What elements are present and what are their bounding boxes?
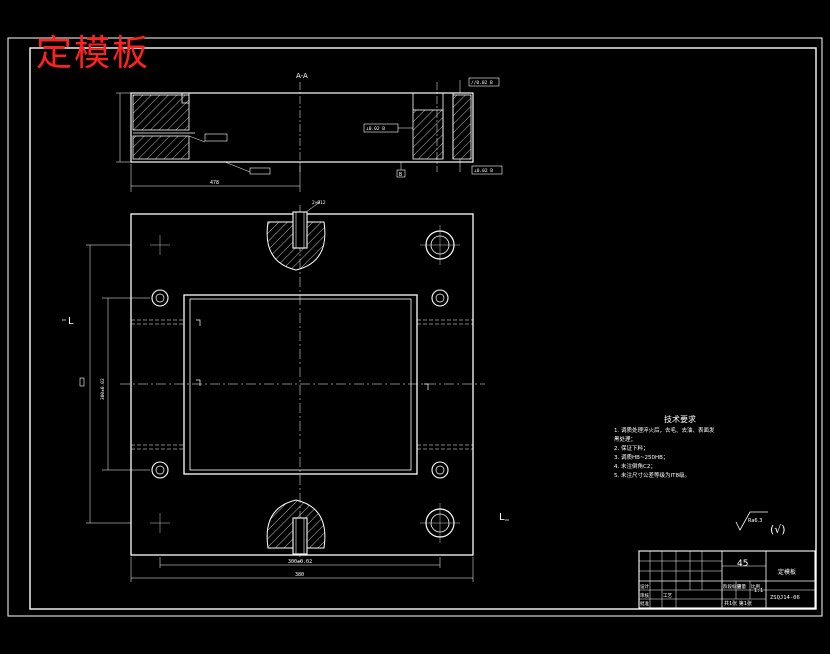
roughness-value: Ra6.3 <box>748 518 762 524</box>
tb-stage: 阶段标记 <box>723 583 741 590</box>
plan-dim-vertical: 300±0.02 <box>100 378 106 400</box>
tb-weight: 重量 <box>737 583 746 590</box>
top-breakout: 2×Ø12 <box>266 199 326 271</box>
view-label-left: L <box>68 316 74 327</box>
tb-process: 工艺 <box>663 593 672 599</box>
svg-text:⊥0.02 B: ⊥0.02 B <box>474 168 493 174</box>
guide-hole-top-right <box>420 225 460 265</box>
pocket-outer <box>183 294 418 475</box>
small-hole-right-lower <box>431 461 449 479</box>
tb-design: 设计 <box>640 583 649 590</box>
small-hole-left-upper <box>151 289 169 307</box>
hatch-left-lower <box>132 135 190 160</box>
roughness-paren: (√) <box>770 523 786 536</box>
title-block: 45 定模板 ZSQJ14-06 1:1 共1张 第1张 设计 审核 工艺 批准… <box>638 550 816 609</box>
svg-text:B: B <box>399 172 402 178</box>
tech-requirements: 技术要求 1. 调质处理淬火后，去毛、去油、表面发 黑处理； 2. 保证下料； … <box>614 414 715 479</box>
gdt-flat-left <box>188 133 271 175</box>
title-stamp: 定模板 <box>36 33 151 74</box>
hatch-right <box>412 109 444 160</box>
tb-part-name: 定模板 <box>778 568 796 576</box>
gdt-parallel-top: //0.02 B <box>459 77 500 93</box>
tb-approve: 批准 <box>640 600 649 607</box>
tb-check: 审核 <box>640 592 649 599</box>
hatch-left <box>132 94 190 131</box>
plan-dim-width: 380 <box>295 572 304 578</box>
plan-view: 2×Ø12 380 300±0.02 300±0.02 L <box>62 199 509 582</box>
tb-sheet: 共1张 第1张 <box>724 600 752 607</box>
plan-dim-inner: 300±0.02 <box>288 559 312 565</box>
svg-text:⊥0.02 B: ⊥0.02 B <box>366 126 385 132</box>
tech-item-3: 2. 保证下料； <box>614 444 649 452</box>
small-hole-left-lower <box>151 461 169 479</box>
surface-roughness-note: Ra6.3 (√) <box>735 511 786 536</box>
tb-material: 45 <box>737 559 748 569</box>
outer-frame <box>7 37 823 617</box>
tech-item-1: 1. 调质处理淬火后，去毛、去油、表面发 <box>614 426 715 434</box>
svg-text://0.02 B: //0.02 B <box>471 80 493 86</box>
pocket-inner <box>189 298 412 471</box>
guide-hole-bottom-right <box>420 503 460 543</box>
top-hole-label: 2×Ø12 <box>312 199 326 206</box>
section-view: A-A 478 //0.02 B ⊥ <box>116 72 503 192</box>
datum-b: B <box>396 162 406 178</box>
tb-scale: 1:1 <box>754 588 763 594</box>
gdt-perp-side: ⊥0.02 B <box>363 123 413 133</box>
tb-drawing-no: ZSQJ14-06 <box>770 595 800 601</box>
hatch-right-outer <box>452 94 472 160</box>
tech-item-2: 黑处理； <box>614 435 636 443</box>
section-label: A-A <box>296 72 308 80</box>
bottom-breakout <box>266 499 326 555</box>
section-dim-length: 478 <box>210 180 219 186</box>
tech-item-4: 3. 调质HB~250HB； <box>614 453 668 461</box>
gdt-perp-bottom: ⊥0.02 B <box>459 159 503 175</box>
view-label-right: L <box>499 512 505 523</box>
inner-frame <box>29 47 817 610</box>
tech-item-6: 5. 未注尺寸公差等级为IT8级。 <box>614 471 690 479</box>
small-hole-right-upper <box>431 289 449 307</box>
tech-item-5: 4. 未注倒角C2； <box>614 462 656 470</box>
tb-ratio: 比例 <box>751 583 760 590</box>
tech-heading: 技术要求 <box>664 414 696 424</box>
